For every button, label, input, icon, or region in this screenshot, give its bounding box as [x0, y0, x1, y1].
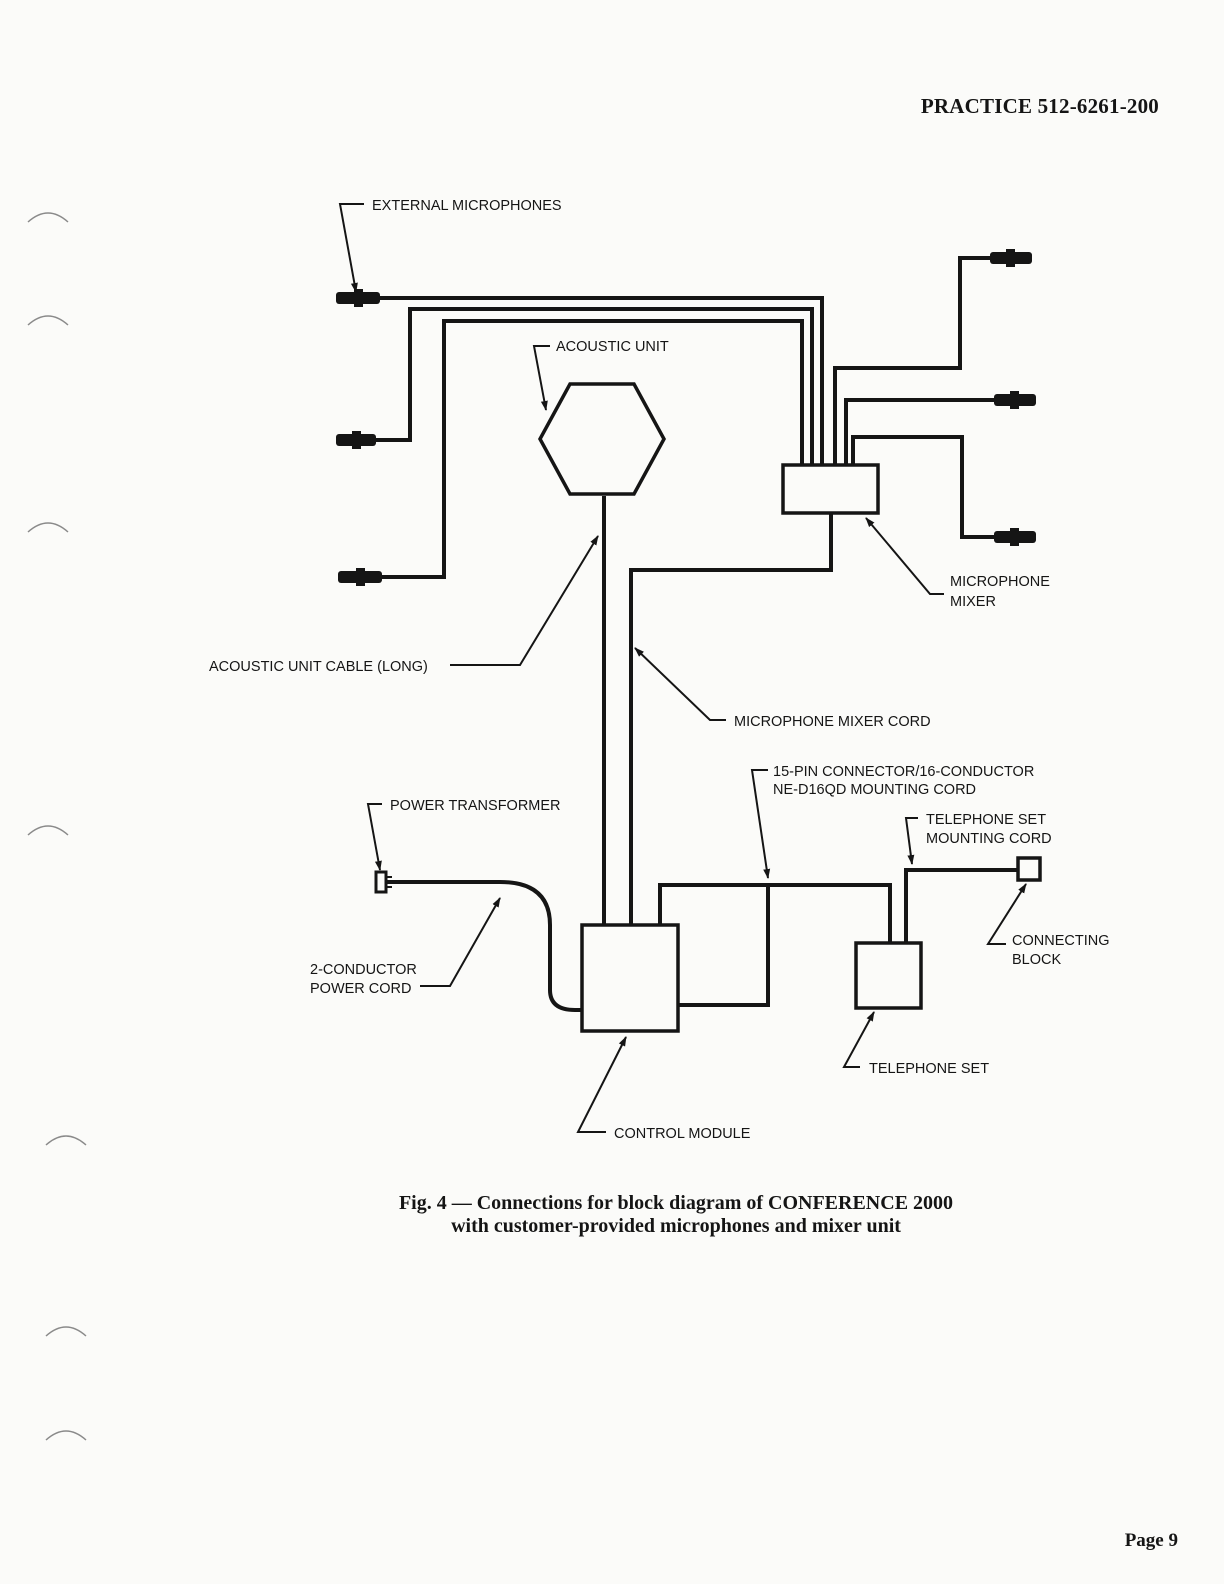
microphone-cables	[372, 256, 1000, 579]
label-telephone-set: TELEPHONE SET	[869, 1061, 989, 1077]
label-power-cord-2: POWER CORD	[310, 981, 412, 997]
label-external-microphones: EXTERNAL MICROPHONES	[372, 198, 562, 214]
acoustic-unit-hexagon	[538, 382, 666, 496]
microphone-mixer-cord	[629, 512, 833, 925]
page-number: Page 9	[1124, 1530, 1178, 1551]
label-connector-line1: 15-PIN CONNECTOR/16-CONDUCTOR	[773, 764, 1034, 780]
label-connector-line2: NE-D16QD MOUNTING CORD	[773, 782, 976, 798]
microphone-plug-top-left	[336, 289, 380, 307]
microphone-plug-top-right	[990, 249, 1032, 267]
label-telephone-set-mounting-cord-1: TELEPHONE SET	[926, 812, 1046, 828]
leader-power-cord	[420, 897, 501, 987]
figure-caption-line2: with customer-provided microphones and m…	[451, 1215, 901, 1237]
leader-external-microphones	[338, 203, 364, 293]
leader-telephone-set-mounting-cord	[904, 817, 918, 865]
label-control-module: CONTROL MODULE	[614, 1126, 751, 1142]
leader-microphone-mixer	[865, 517, 944, 595]
label-microphone-mixer-2: MIXER	[950, 594, 996, 610]
leader-telephone-set	[842, 1011, 875, 1068]
leader-acoustic-unit-cable	[450, 535, 599, 666]
power-transformer-plug	[374, 870, 392, 894]
microphone-mixer-box	[781, 463, 880, 515]
leader-connecting-block	[986, 883, 1027, 945]
connecting-block-box	[1016, 856, 1042, 882]
mounting-cord	[658, 883, 892, 1007]
leader-power-transformer	[366, 803, 382, 871]
leader-control-module	[576, 1036, 627, 1133]
label-telephone-set-mounting-cord-2: MOUNTING CORD	[926, 831, 1052, 847]
telephone-set-mounting-cord-wire	[904, 868, 1018, 943]
margin-marks	[27, 212, 87, 1441]
telephone-set-box	[854, 941, 923, 1010]
label-acoustic-unit-cable: ACOUSTIC UNIT CABLE (LONG)	[209, 659, 428, 675]
microphone-plug-mid-left	[336, 431, 376, 449]
leader-connector-cord	[750, 769, 771, 879]
leader-acoustic-unit	[532, 345, 550, 411]
leader-microphone-mixer-cord	[634, 647, 726, 721]
label-acoustic-unit: ACOUSTIC UNIT	[556, 339, 669, 355]
label-microphone-mixer-1: MICROPHONE	[950, 574, 1050, 590]
figure-caption-line1: Fig. 4 — Connections for block diagram o…	[398, 1192, 954, 1214]
microphone-plug-low-right	[994, 528, 1036, 546]
power-cord	[386, 880, 582, 1012]
label-power-cord-1: 2-CONDUCTOR	[310, 962, 417, 978]
figure-caption: Fig. 4 — Connections for block diagram o…	[0, 1192, 1224, 1238]
label-connecting-block-1: CONNECTING	[1012, 933, 1109, 949]
control-module-box	[580, 923, 680, 1033]
practice-number: PRACTICE 512-6261-200	[920, 94, 1159, 118]
microphone-plug-low-left	[338, 568, 382, 586]
label-microphone-mixer-cord: MICROPHONE MIXER CORD	[734, 714, 931, 730]
label-power-transformer: POWER TRANSFORMER	[390, 798, 561, 814]
microphone-plug-mid-right	[994, 391, 1036, 409]
label-connecting-block-2: BLOCK	[1012, 952, 1061, 968]
